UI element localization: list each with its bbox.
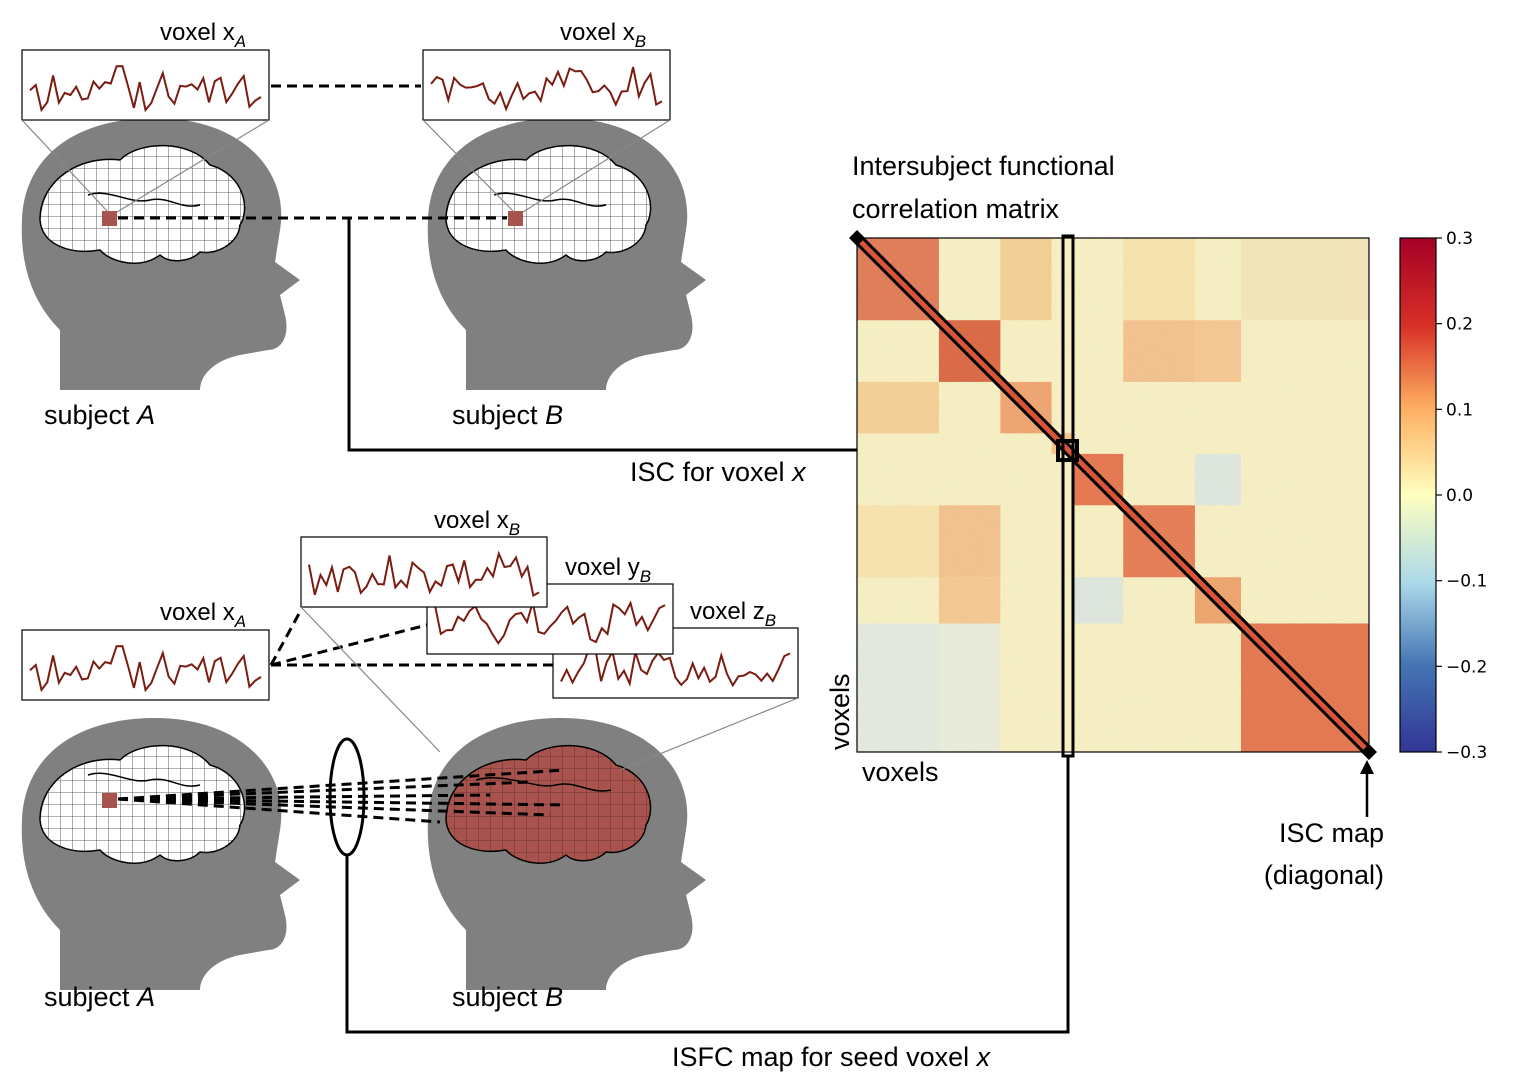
- head-subject-b-top: [427, 117, 706, 391]
- panel-label: voxel xA: [160, 599, 246, 631]
- colorbar-tick-label: −0.3: [1446, 743, 1487, 763]
- matrix-title-line1: Intersubject functional: [852, 151, 1115, 181]
- panel-label: voxel xB: [560, 19, 646, 51]
- colorbar-tick-label: 0.1: [1446, 400, 1473, 420]
- isc-map-label-line2: (diagonal): [1264, 860, 1384, 890]
- colorbar: 0.3 0.2 0.1 0.0 −0.1 −0.2 −0.3: [1399, 229, 1487, 763]
- signal-trace: [308, 550, 540, 598]
- matrix-title-line2: correlation matrix: [852, 194, 1060, 224]
- signal-trace: [29, 65, 262, 113]
- isc-map-label-line1: ISC map: [1279, 818, 1384, 848]
- colorbar-tick-label: 0.3: [1446, 229, 1473, 249]
- matrix-x-label: voxels: [862, 757, 939, 787]
- subject-a-label-top: subject A: [44, 400, 155, 430]
- isfc-seed-label: ISFC map for seed voxel x: [672, 1042, 992, 1072]
- colorbar-tick-label: −0.2: [1446, 657, 1487, 677]
- subject-b-label-bottom: subject B: [452, 982, 563, 1012]
- panel-label: voxel yB: [565, 554, 651, 586]
- signal-panel-xa-bottom: voxel xA: [21, 599, 270, 701]
- signal-panel-xb-bottom: voxel xB: [300, 507, 548, 608]
- head-subject-b-bottom: [427, 717, 706, 990]
- head-subject-a-bottom: [21, 717, 300, 990]
- panel-label: voxel xB: [434, 507, 520, 539]
- isc-voxel-label: ISC for voxel x: [630, 457, 807, 487]
- signal-trace: [560, 645, 791, 688]
- signal-trace: [434, 600, 666, 645]
- matrix-y-label: voxels: [825, 673, 855, 750]
- signal-trace: [29, 645, 262, 693]
- colorbar-tick-label: −0.1: [1446, 572, 1487, 592]
- panel-label: voxel zB: [690, 598, 776, 630]
- voxel-marker: [102, 211, 117, 226]
- subject-a-label-bottom: subject A: [44, 982, 155, 1012]
- signal-trace: [430, 66, 663, 112]
- signal-panel-xa-top: voxel xA: [21, 19, 270, 121]
- head-subject-a-top: [21, 117, 300, 391]
- panel-label: voxel xA: [160, 19, 246, 51]
- colorbar-tick-label: 0.2: [1446, 315, 1473, 335]
- subject-b-label-top: subject B: [452, 400, 563, 430]
- signal-panel-xb-top: voxel xB: [422, 19, 671, 121]
- colorbar-tick-label: 0.0: [1446, 486, 1473, 506]
